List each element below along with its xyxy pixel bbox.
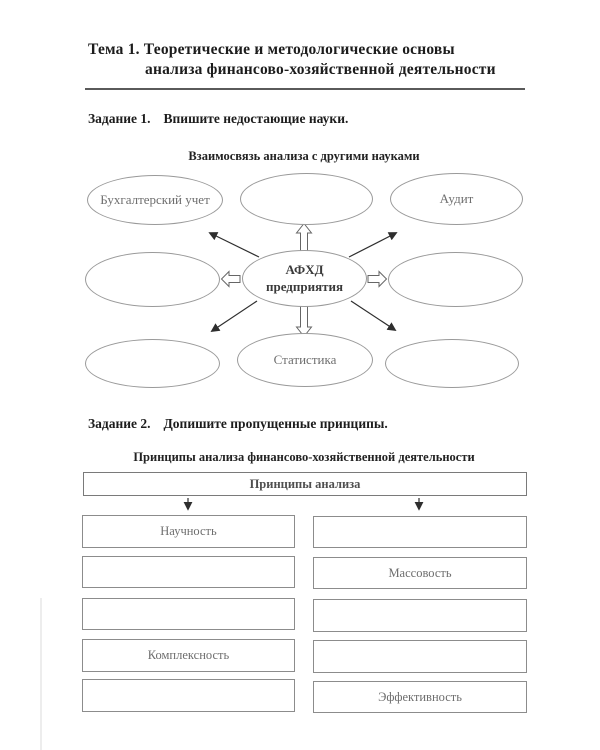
principle-box-left-3-blank: [82, 598, 295, 630]
principle-label: Эффективность: [378, 689, 462, 704]
principles-arrows: [183, 498, 424, 511]
principle-box-left-5-blank: [82, 679, 295, 712]
ellipse-bottom-right-blank: [385, 339, 519, 388]
task2-heading: Задание 2. Допишите пропущенные принципы.: [88, 416, 388, 432]
principle-label: Массовость: [388, 565, 452, 580]
page-title-line2: анализа финансово-хозяйственной деятельн…: [145, 61, 496, 78]
ellipse-middle-left-blank: [85, 252, 220, 307]
principle-box-right-2: Массовость: [313, 557, 527, 589]
diagram1-caption: Взаимосвязь анализа с другими науками: [188, 149, 420, 163]
hollow-arrow-down: [295, 305, 313, 338]
hollow-arrow-up: [295, 222, 313, 252]
ellipse-bottom-left-blank: [85, 339, 220, 388]
principles-root-label: Принципы анализа: [249, 476, 361, 491]
center-ellipse-label: АФХД предприятия: [265, 262, 344, 294]
principle-box-right-4-blank: [313, 640, 527, 673]
ellipse-top-left: Бухгалтерский учет: [87, 175, 223, 225]
principle-box-left-4: Комплексность: [82, 639, 295, 672]
ellipse-label: Аудит: [439, 190, 474, 206]
principle-label: Научность: [160, 524, 217, 538]
page-title: Тема 1. Теоретические и методологические…: [88, 40, 496, 80]
ellipse-center-afhd: АФХД предприятия: [242, 250, 367, 307]
ellipse-label: Бухгалтерский учет: [100, 191, 210, 207]
principle-box-left-2-blank: [82, 556, 295, 588]
ellipse-label: Статистика: [273, 351, 337, 367]
arrow-down-right: [350, 300, 397, 331]
arrow-down-left: [210, 300, 258, 332]
ellipse-top-right: Аудит: [390, 173, 523, 225]
title-divider: [85, 88, 525, 90]
ellipse-top-center-blank: [240, 173, 373, 225]
task1-label: Задание 1.: [88, 111, 151, 126]
principle-box-right-5: Эффективность: [313, 681, 527, 713]
arrow-up-left: [208, 232, 260, 258]
hollow-arrow-right: [367, 270, 388, 288]
task1-instruction: Впишите недостающие науки.: [163, 111, 349, 126]
hollow-arrow-left: [220, 270, 241, 288]
principles-caption: Принципы анализа финансово-хозяйственной…: [133, 450, 475, 464]
task1-heading: Задание 1. Впишите недостающие науки.: [88, 111, 348, 127]
principles-root-box: Принципы анализа: [83, 472, 527, 496]
page-title-line1: Тема 1. Теоретические и методологические…: [88, 41, 455, 58]
principle-box-right-1-blank: [313, 516, 527, 548]
arrow-up-right: [348, 232, 398, 258]
principle-box-left-1: Научность: [82, 515, 295, 548]
scan-fold-artifact: [40, 598, 42, 750]
principle-label: Комплексность: [147, 648, 230, 662]
principle-box-right-3-blank: [313, 599, 527, 632]
ellipse-bottom-center: Статистика: [237, 333, 373, 387]
ellipse-middle-right-blank: [388, 252, 523, 307]
task2-instruction: Допишите пропущенные принципы.: [163, 416, 388, 431]
task2-label: Задание 2.: [88, 416, 151, 431]
